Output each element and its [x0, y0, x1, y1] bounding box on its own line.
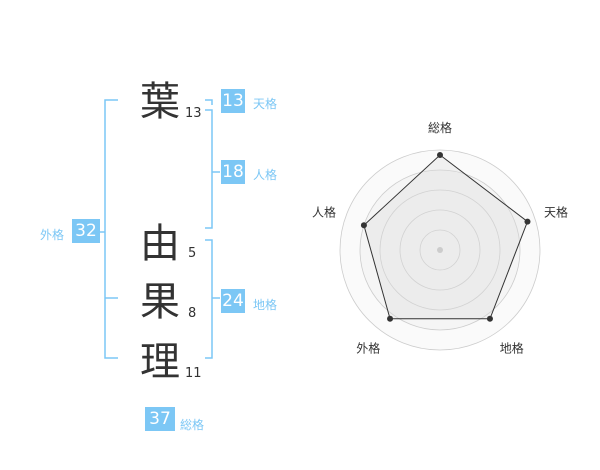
char-2: 由 [140, 221, 180, 267]
radar-series-polygon [363, 154, 529, 320]
char-4-strokes: 11 [185, 366, 202, 381]
gaikaku-label: 外格 [40, 228, 65, 242]
char-3-strokes: 8 [188, 306, 197, 321]
chikaku-bracket [205, 239, 213, 359]
radar-axis-label-2: 地格 [500, 341, 524, 356]
radar-point-4 [360, 222, 367, 229]
char-2-strokes: 5 [188, 246, 197, 261]
soukaku-value: 37 [145, 407, 175, 431]
radar-point-0 [437, 152, 443, 158]
char-3: 果 [140, 279, 180, 325]
char-1: 葉 [140, 79, 180, 125]
radar-point-1 [524, 218, 531, 225]
tenkaku-label: 天格 [253, 97, 278, 111]
tenkaku-value: 13 [221, 89, 245, 113]
chikaku-label: 地格 [253, 298, 278, 312]
radar-axis-label-3: 外格 [356, 341, 380, 356]
jinkaku-value: 18 [221, 160, 245, 184]
radar-axis-label-0: 総格 [428, 120, 452, 135]
char-4: 理 [140, 339, 180, 385]
radar-center-dot [437, 247, 443, 253]
radar-point-3 [387, 315, 394, 322]
jinkaku-bracket [205, 109, 213, 229]
tenkaku-bracket [205, 99, 213, 105]
radar-axis-label-1: 天格 [544, 204, 568, 219]
jinkaku-label: 人格 [253, 168, 278, 182]
chikaku-value: 24 [221, 289, 245, 313]
soukaku-label: 総格 [180, 418, 205, 432]
char-1-strokes: 13 [185, 106, 202, 121]
gaikaku-value: 32 [72, 219, 100, 243]
gaikaku-bracket [104, 99, 118, 359]
radar-point-2 [486, 315, 493, 322]
radar-axis-label-4: 人格 [312, 204, 336, 219]
